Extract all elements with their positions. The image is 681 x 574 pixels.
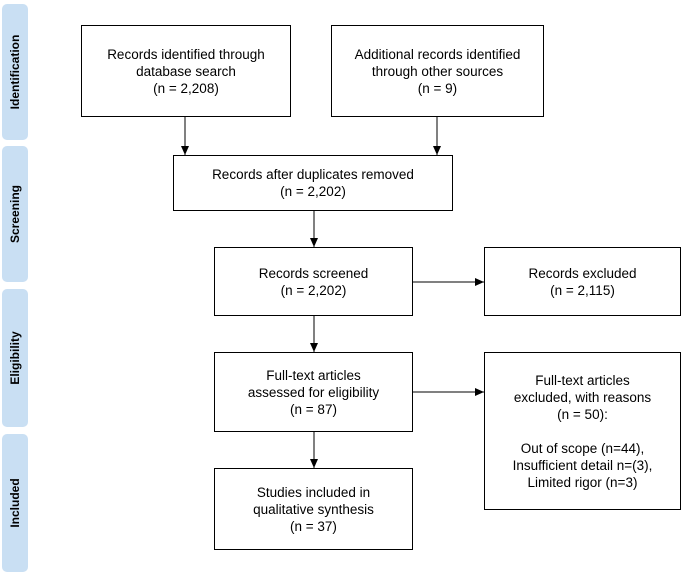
box-studies-included: Studies included in qualitative synthesi… [214, 468, 413, 550]
box-fulltext-assessed: Full-text articles assessed for eligibil… [214, 352, 413, 432]
box-records-excluded: Records excluded (n = 2,115) [484, 247, 681, 316]
phase-included: Included [2, 434, 28, 572]
box-fulltext-excluded: Full-text articles excluded, with reason… [484, 352, 681, 510]
box-after-duplicates: Records after duplicates removed (n = 2,… [173, 155, 453, 211]
box-other-sources: Additional records identified through ot… [331, 25, 544, 117]
box-database-search: Records identified through database sear… [81, 25, 291, 117]
box-records-screened: Records screened (n = 2,202) [214, 247, 413, 316]
reason-limited-rigor: Limited rigor (n=3) [527, 474, 638, 490]
reason-insufficient-detail: Insufficient detail n=(3), [512, 457, 653, 473]
reason-out-of-scope: Out of scope (n=44), [520, 440, 645, 456]
phase-eligibility: Eligibility [2, 289, 28, 427]
phase-screening: Screening [2, 146, 28, 282]
phase-identification: Identification [2, 4, 28, 140]
